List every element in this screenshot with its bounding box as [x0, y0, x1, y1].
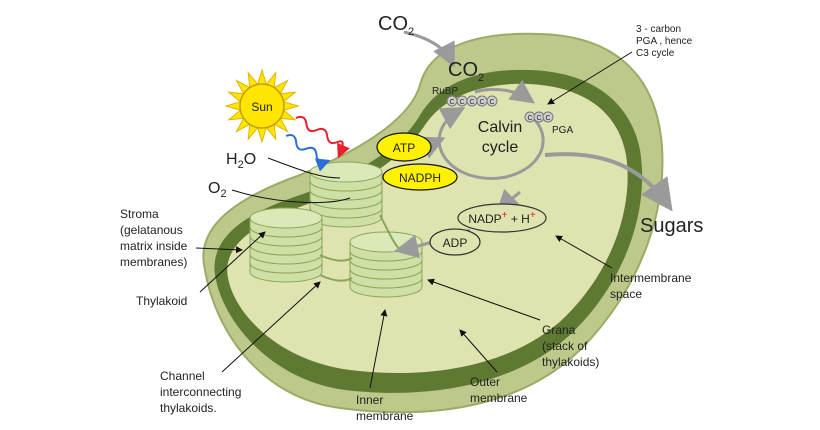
rubp-label: RuBP [432, 86, 458, 97]
atp-oval [376, 132, 432, 162]
co2-in-label: CO2 [378, 13, 414, 38]
sun-label: Sun [251, 100, 272, 114]
thylakoid-leader [199, 231, 266, 293]
carbon-atom-glyph: C [459, 99, 464, 106]
h2o-pointer-line [267, 157, 341, 179]
co2-in-arrow-icon [403, 30, 455, 68]
sun-icon: Sun [224, 68, 300, 144]
carbon-atom-glyph: C [489, 99, 494, 106]
annotation-line: matrix inside [120, 239, 188, 253]
pga-note-leader [547, 51, 633, 105]
sugars-label: Sugars [640, 215, 703, 237]
annotation-line: (gelatanous [120, 223, 183, 237]
annotation-line: interconnecting [160, 385, 241, 399]
carbon-atom-glyph: C [479, 99, 484, 106]
channel-text: Channel interconnecting thylakoids. [160, 369, 241, 415]
stroma-text: Stroma (gelatanous matrix inside membranes) [120, 207, 188, 269]
annotation-line: Outer [470, 375, 500, 389]
h2o-label: H2O [226, 151, 256, 171]
inner-membrane-text: Inner membrane [356, 393, 414, 423]
annotation-line: Intermembrane [610, 271, 692, 285]
annotation-line: Stroma [120, 207, 159, 221]
outer-membrane-leader [459, 329, 498, 373]
annotation-line: space [610, 287, 642, 301]
outer-membrane-text: Outer membrane [470, 375, 528, 405]
annotation-line: C3 cycle [636, 48, 675, 59]
annotation-line: thylakoids. [160, 401, 217, 415]
adp-oval [429, 228, 481, 256]
stroma-leader [195, 246, 243, 254]
calvin-label-line2: cycle [482, 139, 519, 156]
annotation-line: Channel [160, 369, 205, 383]
annotation-line: thylakoids) [542, 355, 599, 369]
nadph-oval [382, 163, 458, 191]
blue-light-wave-icon [285, 134, 331, 172]
sugars-out-arrow-icon [544, 152, 673, 212]
carbon-atom-icon [486, 95, 498, 107]
o2-pointer-line [231, 189, 351, 204]
thylakoid-disc-top [309, 161, 383, 183]
calvin-label-line1: Calvin [478, 119, 522, 136]
adp-label: ADP [443, 236, 468, 250]
carbon-atom-glyph: C [536, 115, 541, 122]
annotation-line: membrane [470, 391, 528, 405]
annotation-line: (stack of [542, 339, 588, 353]
nadp-oval [457, 203, 547, 233]
annotation-line: 3 - carbon [636, 24, 681, 35]
red-light-wave-icon [295, 115, 350, 159]
co2-inner-label: CO2 [448, 59, 484, 84]
annotation-line: Grana [542, 323, 576, 337]
atp-label: ATP [393, 141, 415, 155]
calvin-cycle: Calvin cycle [437, 79, 545, 180]
annotation-line: Inner [356, 393, 383, 407]
inner-membrane-leader [369, 309, 388, 389]
nadph-label: NADPH [399, 171, 441, 185]
annotation-line: membrane [356, 409, 414, 423]
thylakoid-disc-top [249, 207, 323, 229]
annotation-line: membranes) [120, 255, 187, 269]
intermembrane-text: Intermembrane space [610, 271, 692, 301]
annotation-line: Thylakoid [136, 294, 187, 308]
nadp-label: NADP+ + H+ [468, 210, 536, 226]
thylakoid-text: Thylakoid [136, 294, 187, 308]
carbon-atom-icon [542, 111, 554, 123]
stroma-region [227, 83, 628, 374]
intermembrane-leader [555, 235, 613, 269]
grana-leader [427, 278, 541, 321]
carbon-atom-glyph: C [545, 115, 550, 122]
grana-text: Grana (stack of thylakoids) [542, 323, 599, 369]
annotation-line: PGA , hence [636, 36, 693, 47]
o2-label: O2 [208, 180, 227, 200]
channel-leader [221, 281, 321, 373]
carbon-atom-glyph: C [527, 115, 532, 122]
carbon-atom-glyph: C [469, 99, 474, 106]
carbon-atom-glyph: C [449, 99, 454, 106]
pga-label: PGA [552, 125, 573, 136]
